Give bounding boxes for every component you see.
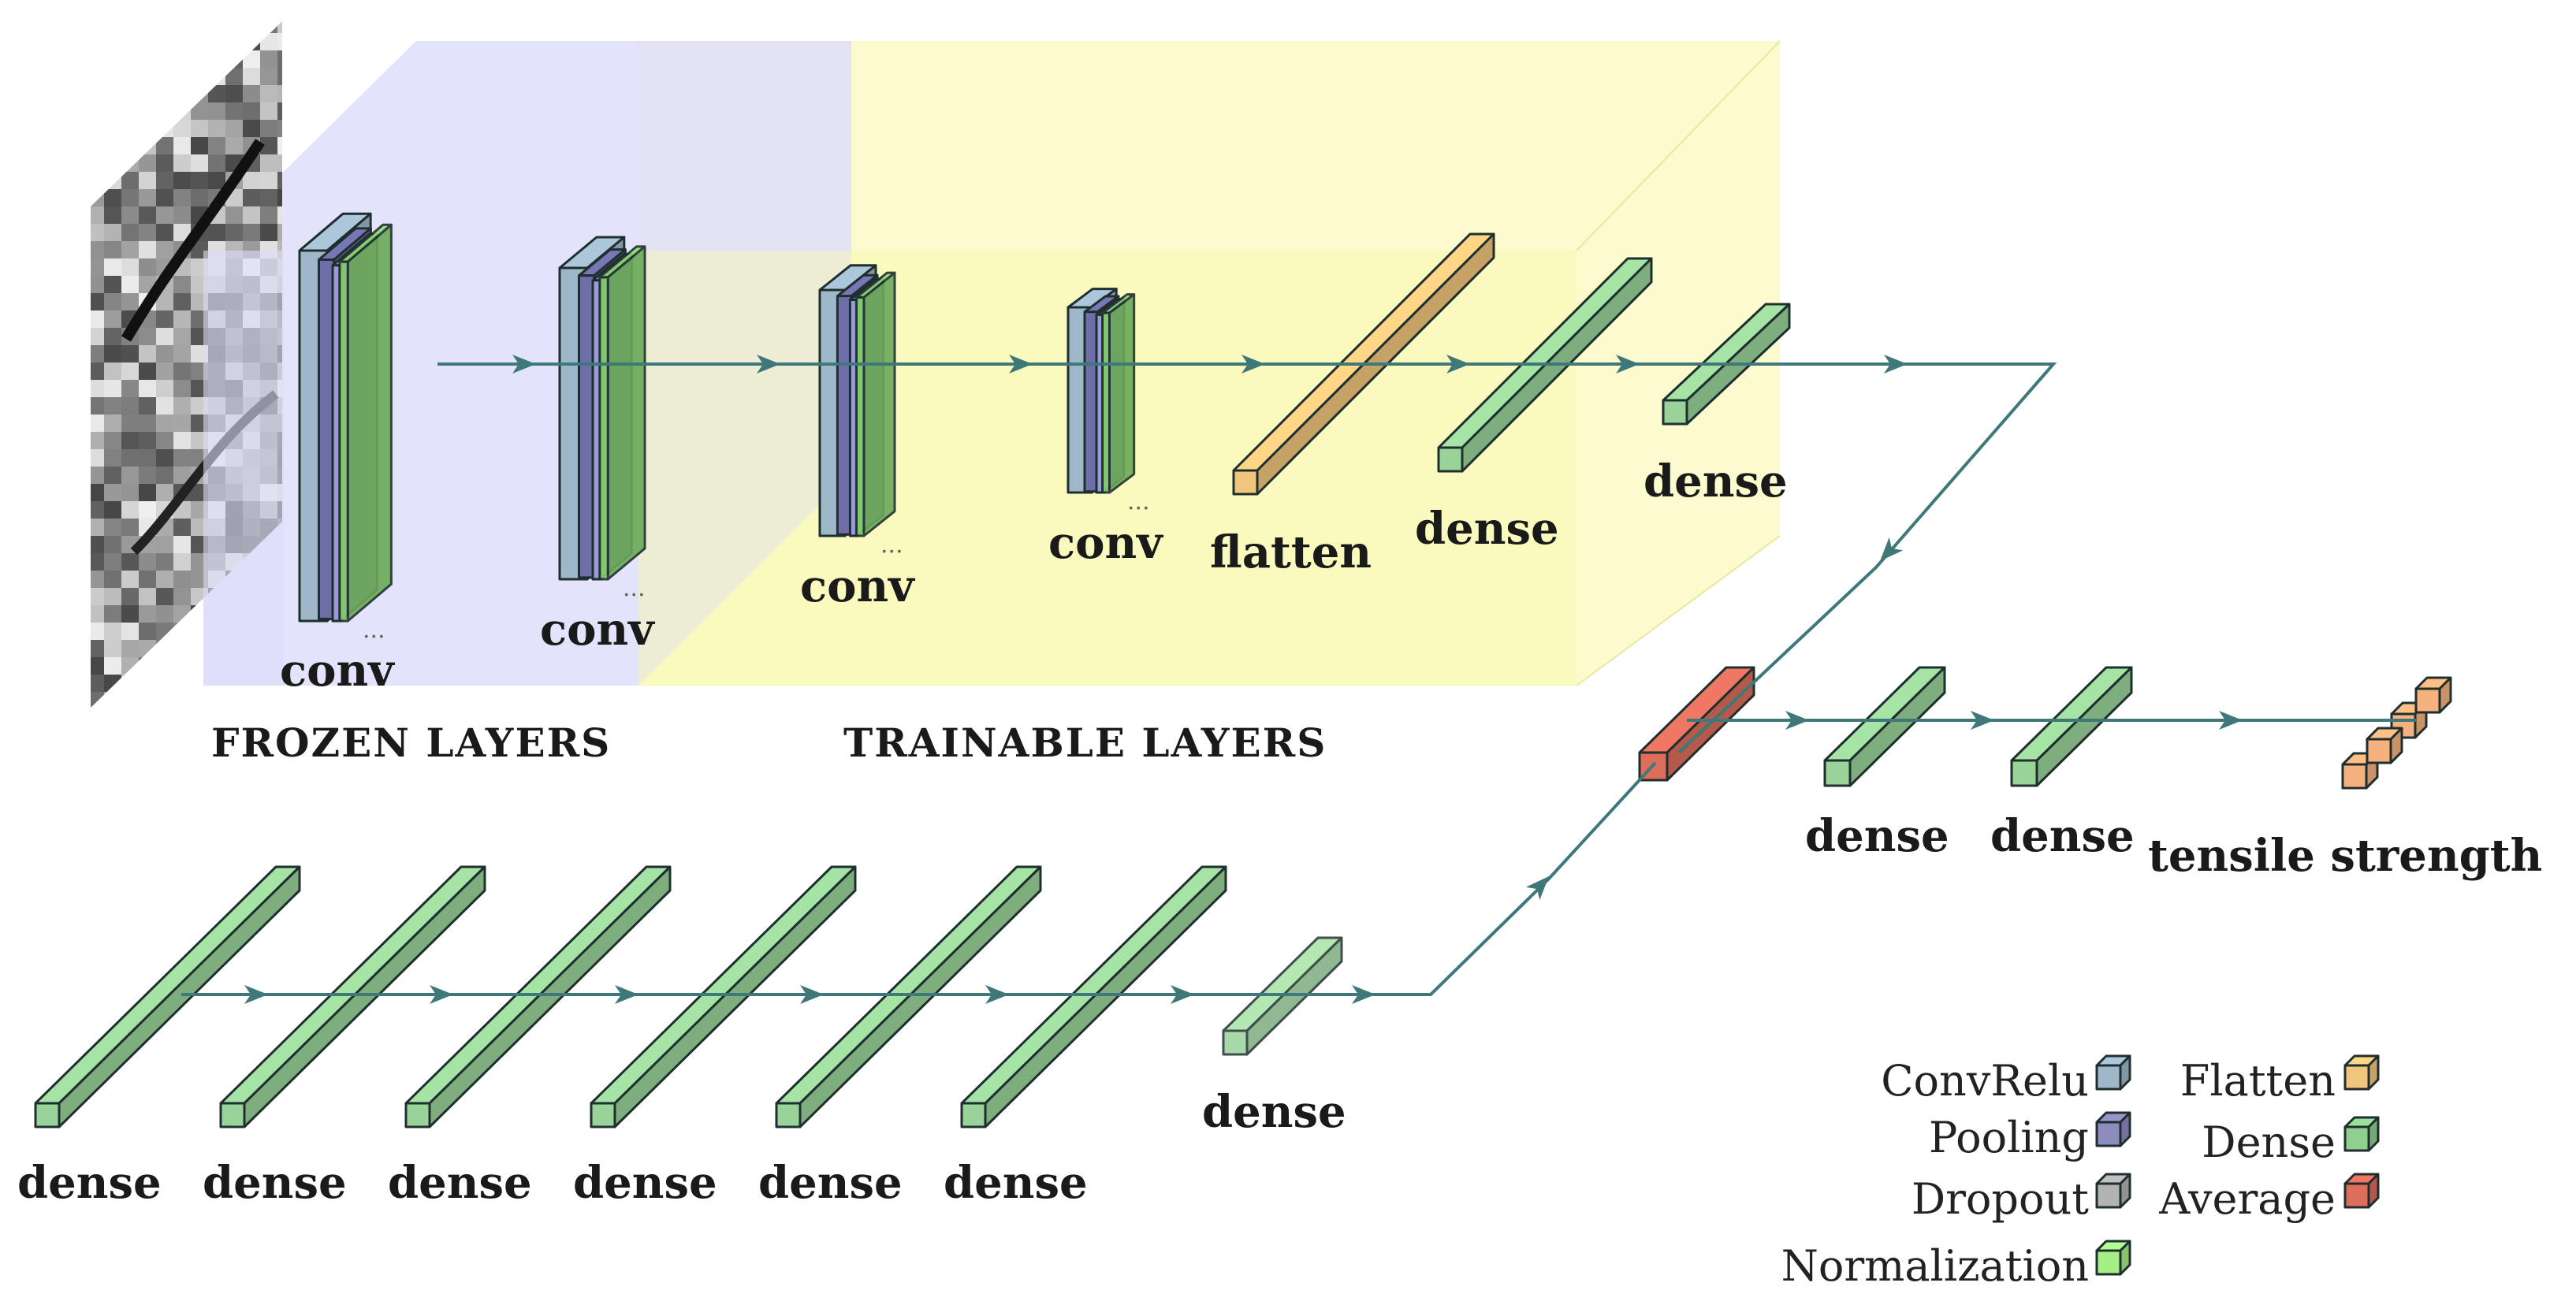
dense-label-bottom-6: dense: [944, 1157, 1088, 1209]
legend: ConvRelu Pooling Dropout Normalization F…: [1781, 1054, 2380, 1291]
conv-layers: ··· ··· ··· ···: [298, 212, 1150, 651]
bottom-flow-arrow-6: [1171, 985, 1194, 1004]
dense-bar-bottom-4: [590, 865, 857, 1128]
conv-ellipsis: ···: [880, 538, 903, 566]
input-micrograph-image: [91, 21, 284, 708]
section-frozen-label: FROZEN LAYERS: [211, 719, 611, 766]
bottom-join-arrow: [1525, 876, 1549, 901]
bottom-flow-arrow-7: [1352, 985, 1375, 1004]
dense-label-bottom-2: dense: [203, 1157, 347, 1209]
head-flow-arrow-1: [1785, 711, 1809, 730]
conv-label-1: conv: [280, 645, 395, 697]
dense-bar-head-2: [2010, 666, 2133, 787]
flatten-label: flatten: [1210, 526, 1372, 578]
dense-label-top-1: dense: [1415, 503, 1559, 555]
dense-bar-bottom-2: [219, 865, 486, 1128]
legend-label-flatten: Flatten: [2180, 1056, 2336, 1106]
layer-labels: FROZEN LAYERS TRAINABLE LAYERS conv conv…: [17, 455, 2542, 1209]
conv-stack-2: ···: [558, 236, 646, 609]
legend-label-normalization: Normalization: [1781, 1241, 2089, 1291]
bottom-flow-arrow-2: [430, 985, 453, 1004]
conv-stack-3: ···: [818, 264, 903, 566]
bottom-flow-arrow-4: [800, 985, 824, 1004]
legend-swatch-dense: [2343, 1116, 2380, 1152]
legend-label-convrelu: ConvRelu: [1881, 1056, 2089, 1106]
dense-label-bottom-5: dense: [758, 1157, 903, 1209]
top-flow-arrow-7: [1884, 355, 1908, 374]
head-flow-arrow-3: [2219, 711, 2243, 730]
top-flow-line: [437, 362, 2057, 754]
conv-stack-1: ···: [298, 212, 393, 651]
legend-label-dense: Dense: [2202, 1117, 2336, 1167]
legend-label-pooling: Pooling: [1929, 1113, 2089, 1162]
legend-label-average: Average: [2158, 1174, 2336, 1224]
bottom-flow-arrow-5: [985, 985, 1009, 1004]
legend-label-dropout: Dropout: [1912, 1174, 2089, 1224]
top-flow-arrow-1: [512, 355, 536, 374]
dense-label-head-1: dense: [1805, 810, 1949, 862]
legend-swatch-flatten: [2343, 1054, 2380, 1091]
dense-label-top-2: dense: [1644, 455, 1788, 507]
top-flow-arrow-2: [757, 355, 780, 374]
dense-bar-head-1: [1823, 666, 1946, 787]
dense-bar-bottom-5: [775, 865, 1042, 1128]
top-flow-arrow-5: [1446, 355, 1470, 374]
legend-swatch-convrelu: [2095, 1054, 2131, 1091]
bottom-flow-arrow-1: [244, 985, 268, 1004]
dense-label-bottom-4: dense: [573, 1157, 717, 1209]
dense-bar-bottom-3: [404, 865, 672, 1128]
normalization-block: [338, 223, 393, 623]
dense-label-bottom-3: dense: [388, 1157, 532, 1209]
conv-ellipsis: ···: [1127, 495, 1150, 522]
normalization-block: [854, 271, 896, 537]
output-cube-low-2: [2366, 727, 2403, 764]
legend-swatch-dropout: [2095, 1173, 2131, 1209]
top-return-arrow: [1880, 537, 1904, 561]
top-flow-arrow-4: [1241, 355, 1265, 374]
conv-label-4: conv: [1048, 517, 1163, 569]
bottom-flow-line: [181, 761, 1657, 996]
dense-bar-bottom-6: [960, 865, 1227, 1128]
legend-swatch-pooling: [2095, 1111, 2131, 1147]
dense-label-bottom-7: dense: [1202, 1086, 1346, 1138]
normalization-block: [598, 245, 646, 581]
output-label: tensile strength: [2148, 830, 2542, 882]
average-block: [1638, 666, 1755, 782]
dense-label-bottom-1: dense: [17, 1157, 162, 1209]
legend-swatch-normalization: [2095, 1240, 2131, 1276]
head-flow-arrow-2: [1971, 711, 1994, 730]
conv-label-2: conv: [540, 604, 655, 656]
dense-bar-bottom-1: [34, 865, 301, 1128]
conv-ellipsis: ···: [363, 623, 385, 651]
top-flow-arrow-3: [1009, 355, 1033, 374]
conv-label-3: conv: [800, 560, 915, 612]
flow-arrows: [181, 355, 2416, 1004]
output-cube-4: [2414, 676, 2452, 714]
normalization-block: [1101, 293, 1136, 494]
section-trainable-label: TRAINABLE LAYERS: [843, 719, 1327, 766]
dense-label-head-2: dense: [1990, 810, 2135, 862]
legend-swatch-average: [2343, 1173, 2380, 1209]
top-flow-arrow-6: [1616, 355, 1640, 374]
conv-ellipsis: ···: [623, 582, 646, 609]
conv-stack-4: ···: [1067, 288, 1150, 522]
bottom-flow-arrow-3: [615, 985, 638, 1004]
